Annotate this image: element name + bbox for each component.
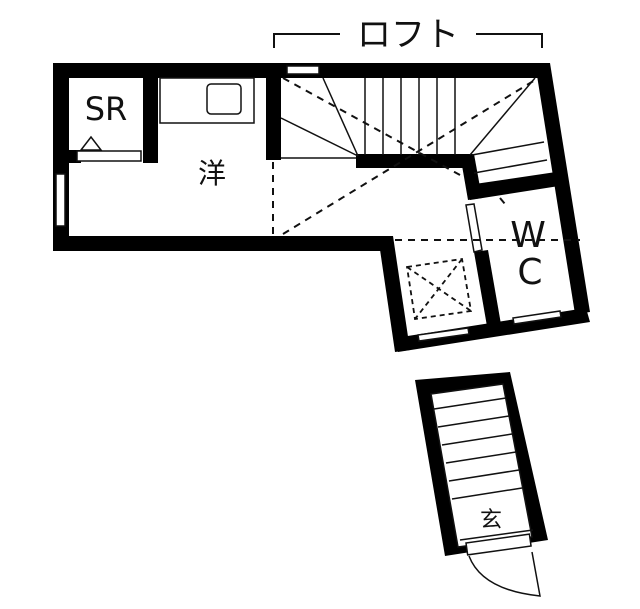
loft-label: ロフト [357, 15, 459, 55]
room-label-entrance: 玄 [480, 508, 502, 533]
sr-details [76, 135, 142, 162]
entrance-steps [433, 397, 534, 541]
loft-stairs [280, 77, 548, 174]
entrance-door[interactable] [465, 533, 541, 597]
room-label-wc-w: W [510, 215, 546, 256]
room-label-sr: SR [85, 90, 128, 128]
walls [53, 63, 590, 352]
loft-bracket [273, 33, 543, 48]
storage-x [405, 257, 473, 321]
loft-outline [272, 77, 580, 241]
kitchen-counter [159, 77, 255, 124]
room-label-wc-c: C [517, 252, 542, 293]
room-label-western: 洋 [198, 157, 226, 190]
